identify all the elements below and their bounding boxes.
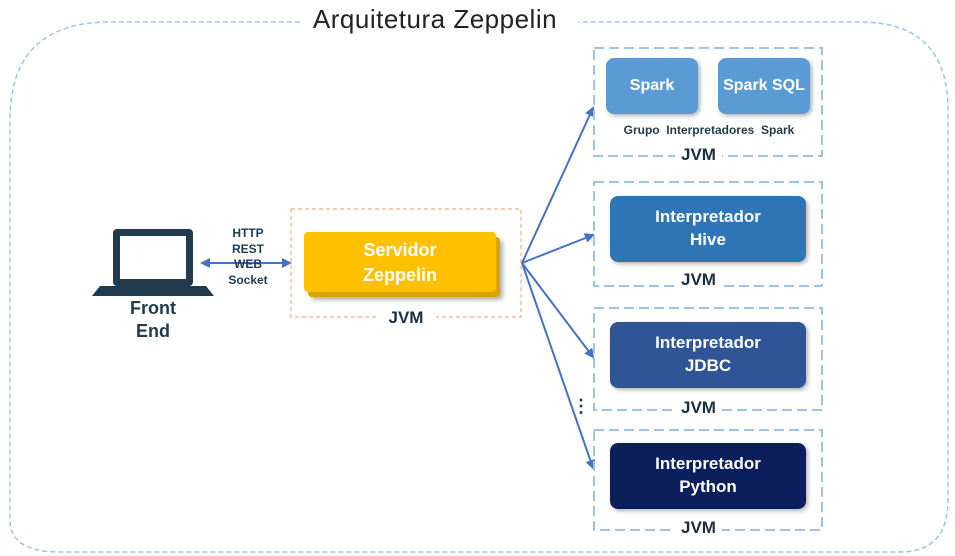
hive-line2: Hive [690,230,726,249]
python-jvm-label: JVM [675,518,722,538]
jdbc-line1: Interpretador [655,333,761,353]
diagram-title: Arquitetura Zeppelin [300,4,570,35]
hive-jvm-container [593,181,823,287]
spark-sql-box: Spark SQL [718,58,810,114]
server-label-line2: Zeppelin [362,265,437,286]
arrow-to-spark [521,106,595,264]
jdbc-line2: JDBC [684,356,732,375]
protocol-web: WEB [234,257,262,272]
spark-label: Spark [629,77,675,95]
protocol-rest: REST [231,241,264,256]
python-interpreter-box: Interpretador Python [610,443,806,509]
server-label-line1: Servidor [363,240,437,260]
spark-sql-label: Spark SQL [723,77,805,95]
arrow-to-hive [521,233,595,264]
frontend-label: Front End [108,297,198,344]
python-line1: Interpretador [655,454,761,474]
laptop-icon [92,229,214,296]
spark-box: Spark [606,58,698,114]
ellipsis-icon: ⋮ [572,396,590,416]
jdbc-interpreter-box: Interpretador JDBC [610,322,806,388]
protocol-http: HTTP [232,226,264,240]
arrow-to-jdbc [521,262,595,359]
arrow-to-python [521,262,596,470]
jdbc-jvm-label: JVM [675,398,722,418]
hive-line1: Interpretador [655,207,761,227]
server-label: Servidor Zeppelin [304,238,496,288]
python-line2: Python [679,477,737,496]
frontend-label-line2: End [136,321,170,342]
hive-jvm-label: JVM [675,270,722,290]
protocols-label: HTTP REST WEB Socket [216,226,280,288]
server-jvm-container [290,208,522,318]
spark-group-caption: Grupo Interpretadores Spark [623,123,795,137]
protocol-socket: Socket [228,272,268,287]
spark-jvm-label: JVM [675,145,722,165]
outer-frame [9,21,949,553]
hive-interpreter-box: Interpretador Hive [610,196,806,262]
frontend-label-line1: Front [130,298,176,318]
server-box [304,232,496,292]
server-jvm-label: JVM [376,308,436,328]
